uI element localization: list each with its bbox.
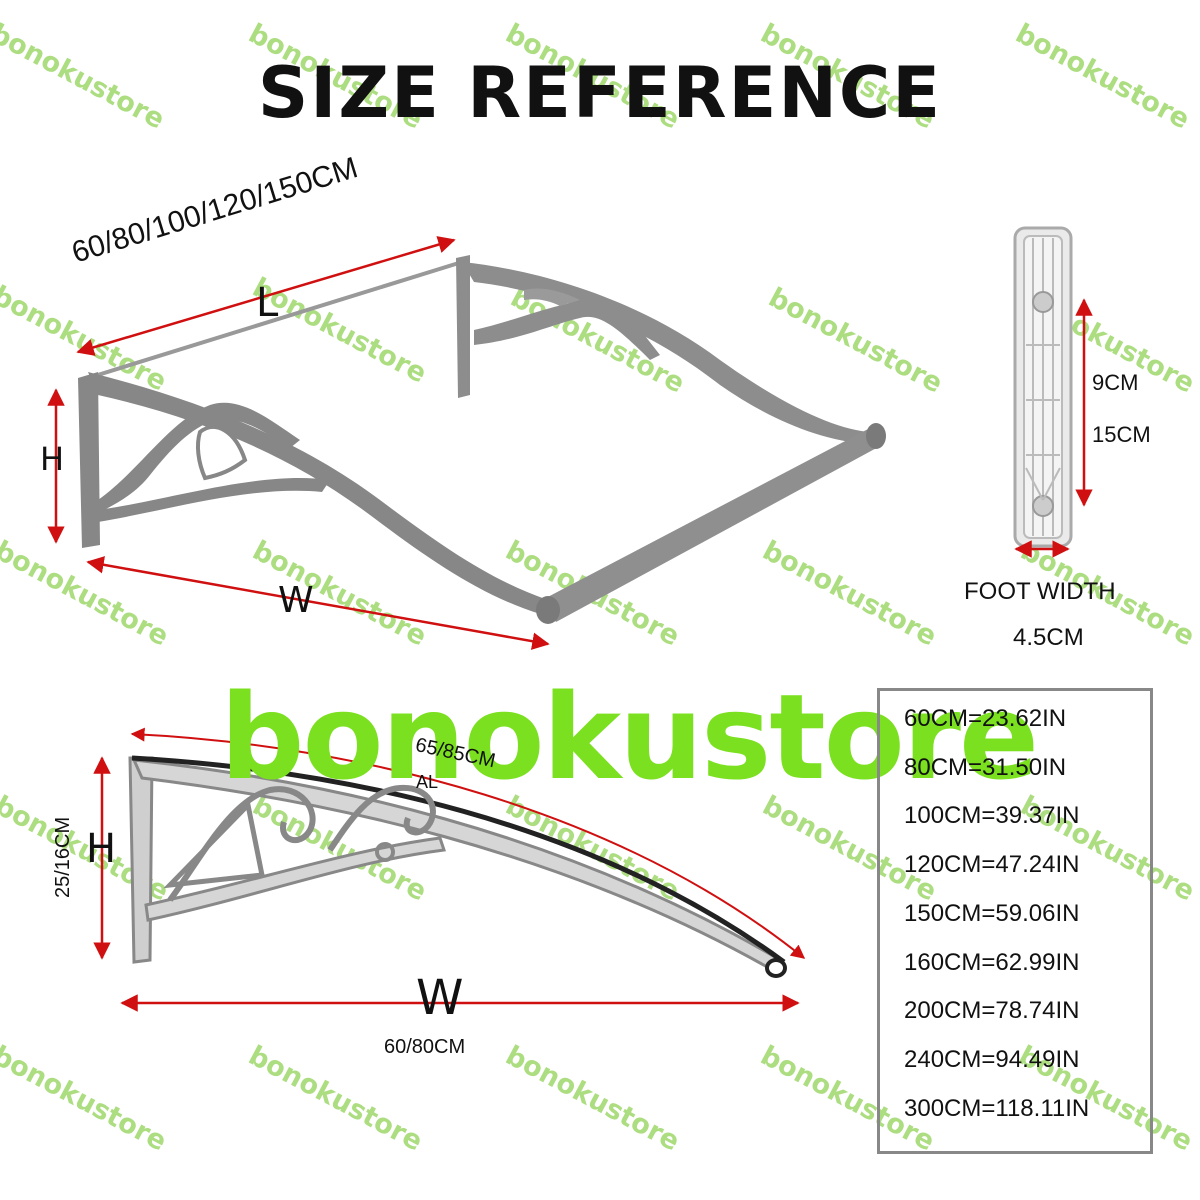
material-label: AL: [416, 772, 439, 792]
bracket-width-values: 60/80CM: [384, 1036, 466, 1058]
foot-dim-b: 15CM: [1092, 422, 1151, 447]
conversion-table: 60CM=23.62IN 80CM=31.50IN 100CM=39.37IN …: [877, 688, 1153, 1154]
brand-watermark: bonokustore: [220, 668, 1039, 806]
canopy-3d-drawing: [47, 236, 886, 650]
length-arrow: [76, 236, 456, 356]
conversion-row: 60CM=23.62IN: [904, 705, 1067, 732]
bracket-height-label: H: [86, 826, 117, 872]
page-title: SIZE REFERENCE: [257, 52, 943, 134]
back-bracket: [456, 255, 870, 444]
height-label: H: [40, 440, 65, 478]
front-crossbar: [542, 428, 882, 622]
conversion-row: 120CM=47.24IN: [904, 851, 1080, 878]
bracket-height-values: 25/16CM: [52, 816, 74, 898]
front-bracket: [78, 372, 548, 614]
foot-width-value: 4.5CM: [1013, 624, 1084, 651]
bracket-side-drawing: [93, 727, 806, 1012]
width-label: W: [278, 580, 314, 621]
foot-plate-drawing: [1013, 226, 1093, 558]
conversion-row: 160CM=62.99IN: [904, 949, 1080, 976]
conversion-row: 240CM=94.49IN: [904, 1046, 1080, 1073]
bracket-width-label: W: [416, 970, 464, 1026]
foot-dim-a: 9CM: [1092, 370, 1139, 395]
length-label: L: [256, 280, 279, 326]
width-arrow: [86, 556, 550, 650]
conversion-row: 300CM=118.11IN: [904, 1095, 1090, 1122]
foot-width-caption: FOOT WIDTH: [964, 578, 1116, 605]
conversion-row: 150CM=59.06IN: [904, 900, 1080, 927]
arc-length-arrow: [130, 727, 806, 959]
conversion-row: 200CM=78.74IN: [904, 997, 1080, 1024]
conversion-row: 100CM=39.37IN: [904, 802, 1080, 829]
conversion-row: 80CM=31.50IN: [904, 754, 1067, 781]
